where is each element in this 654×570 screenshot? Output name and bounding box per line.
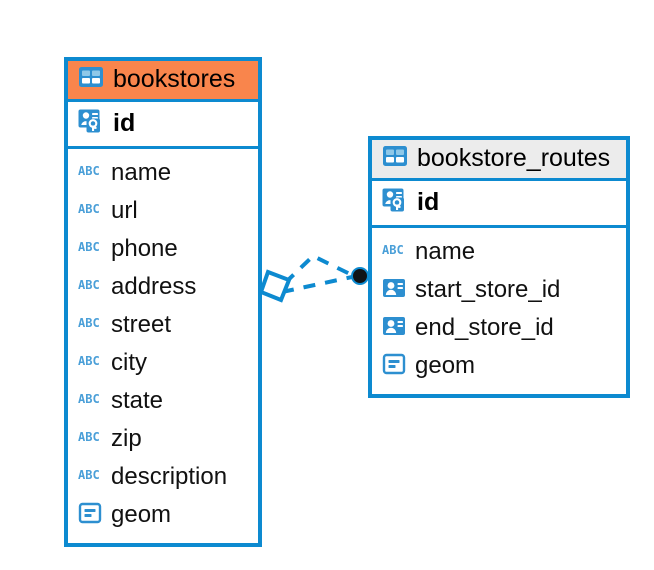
svg-text:ABC: ABC	[78, 430, 100, 444]
table-icon	[382, 145, 408, 172]
primary-key-label: id	[113, 109, 136, 137]
table-row[interactable]: ABC name	[372, 233, 626, 271]
table-row[interactable]: ABC street	[68, 306, 258, 344]
table-row[interactable]: end_store_id	[372, 309, 626, 347]
table-row-primary-key[interactable]: id	[372, 181, 626, 228]
column-label: address	[111, 273, 197, 301]
text-type-icon: ABC	[78, 392, 102, 411]
table-icon	[78, 66, 104, 93]
svg-text:ABC: ABC	[78, 392, 100, 406]
table-row[interactable]: ABC state	[68, 382, 258, 420]
text-type-icon: ABC	[382, 243, 406, 262]
table-row[interactable]: ABC phone	[68, 230, 258, 268]
foreign-key-icon	[382, 277, 406, 304]
filled-circle-endpoint	[351, 267, 369, 285]
table-row[interactable]: geom	[68, 496, 258, 534]
svg-text:ABC: ABC	[78, 202, 100, 216]
column-label: name	[111, 159, 172, 187]
column-label: city	[111, 349, 147, 377]
column-label: name	[415, 238, 476, 266]
er-table-bookstore-routes[interactable]: bookstore_routes id	[368, 136, 630, 398]
text-type-icon: ABC	[78, 164, 102, 183]
column-list-bookstores: ABC name ABC url ABC p	[68, 149, 258, 540]
svg-text:ABC: ABC	[78, 354, 100, 368]
er-table-bookstores[interactable]: bookstores id	[64, 57, 262, 547]
svg-text:ABC: ABC	[78, 240, 100, 254]
column-label: description	[111, 463, 228, 491]
diamond-endpoint	[258, 269, 292, 303]
column-label: geom	[111, 501, 172, 529]
svg-text:ABC: ABC	[78, 316, 100, 330]
text-type-icon: ABC	[78, 278, 102, 297]
column-label: state	[111, 387, 164, 415]
svg-text:ABC: ABC	[78, 278, 100, 292]
text-type-icon: ABC	[78, 240, 102, 259]
table-header-bookstores[interactable]: bookstores	[68, 61, 258, 102]
text-type-icon: ABC	[78, 354, 102, 373]
table-row-primary-key[interactable]: id	[68, 102, 258, 149]
text-type-icon: ABC	[78, 316, 102, 335]
primary-key-label: id	[417, 188, 440, 216]
table-row[interactable]: ABC url	[68, 192, 258, 230]
column-label: end_store_id	[415, 314, 554, 342]
svg-text:ABC: ABC	[382, 243, 404, 257]
table-title: bookstore_routes	[417, 144, 611, 172]
geometry-type-icon	[78, 501, 102, 530]
table-title: bookstores	[113, 65, 236, 93]
svg-text:ABC: ABC	[78, 468, 100, 482]
column-label: url	[111, 197, 138, 225]
foreign-key-icon	[382, 315, 406, 342]
table-row[interactable]: start_store_id	[372, 271, 626, 309]
table-row[interactable]: ABC zip	[68, 420, 258, 458]
relationship-line-lower	[281, 275, 353, 294]
geometry-type-icon	[382, 352, 406, 381]
table-row[interactable]: ABC city	[68, 344, 258, 382]
primary-key-icon	[78, 108, 104, 139]
table-header-bookstore-routes[interactable]: bookstore_routes	[372, 140, 626, 181]
table-row[interactable]: ABC address	[68, 268, 258, 306]
primary-key-icon	[382, 187, 408, 218]
svg-text:ABC: ABC	[78, 164, 100, 178]
column-label: zip	[111, 425, 142, 453]
column-label: geom	[415, 352, 476, 380]
table-row[interactable]: ABC description	[68, 458, 258, 496]
text-type-icon: ABC	[78, 202, 102, 221]
relationship-line-upper	[283, 253, 353, 285]
text-type-icon: ABC	[78, 468, 102, 487]
column-label: street	[111, 311, 172, 339]
column-label: start_store_id	[415, 276, 561, 304]
text-type-icon: ABC	[78, 430, 102, 449]
table-row[interactable]: ABC name	[68, 154, 258, 192]
column-label: phone	[111, 235, 178, 263]
column-list-bookstore-routes: ABC name start_store_id	[372, 228, 626, 391]
table-row[interactable]: geom	[372, 347, 626, 385]
